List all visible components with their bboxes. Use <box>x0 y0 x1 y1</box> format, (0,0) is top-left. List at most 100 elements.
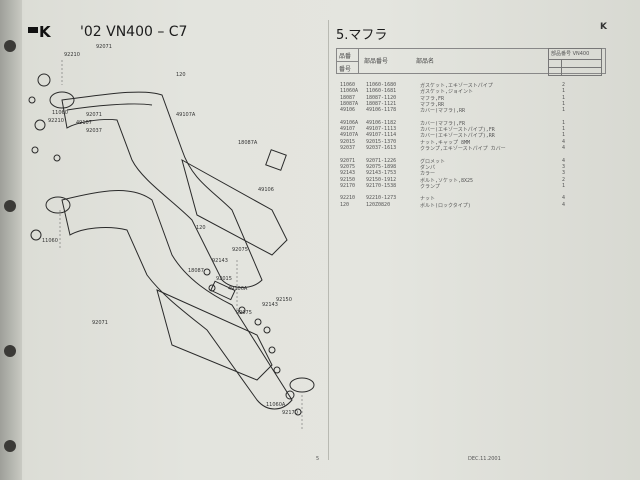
table-row: 92071 92071-1226 グロメット 4 <box>340 158 610 165</box>
callout-label: 92037 <box>86 128 102 134</box>
table-cell-ref: 49106 <box>340 107 356 114</box>
callout-label: 120 <box>196 225 206 231</box>
print-date: DEC.11.2001 <box>468 456 501 462</box>
callout-label: 11060 <box>42 238 58 244</box>
callout-label: 92071 <box>86 112 102 118</box>
callout-label: 18087 <box>188 268 204 274</box>
col-ref-header: 品番 <box>339 53 352 60</box>
table-cell-part: 92037-1613 <box>366 145 397 151</box>
table-cell-name: ナット,キャップ 8MM <box>420 139 471 146</box>
table-cell-ref: 18087A <box>340 100 359 107</box>
table-cell-name: ナット <box>420 196 436 203</box>
table-cell-name: マフラ,FR <box>420 95 445 102</box>
rear-muffler <box>156 289 273 381</box>
callout-label: 92150 <box>276 297 292 303</box>
table-cell-qty: 1 <box>562 132 566 139</box>
table-cell-part: 49107-1113 <box>366 126 397 133</box>
callout-label: 11060 <box>52 110 68 116</box>
table-cell-name: ダンパ <box>420 164 436 171</box>
section-title: 5.マフラ <box>336 28 388 43</box>
model-box: 部品番号 VN400 <box>548 48 602 76</box>
callout-label: 92071 <box>96 44 112 50</box>
front-exhaust-pipe <box>61 91 263 288</box>
callout-label: 49106 <box>258 187 274 193</box>
callout-label: 49107 <box>76 120 92 126</box>
table-cell-part: 49106-1178 <box>366 107 397 114</box>
table-cell-qty: 2 <box>562 82 566 88</box>
callout-label: 92015 <box>216 276 232 282</box>
table-cell-part: 18087-1121 <box>366 100 397 107</box>
col-num-header: 番号 <box>339 66 352 73</box>
table-cell-name: ガスケット,エキゾーストパイプ <box>420 83 493 89</box>
table-cell-ref: 92210 <box>340 195 356 202</box>
callout-label: 92075 <box>236 310 252 316</box>
table-cell-ref: 49106A <box>340 119 359 126</box>
table-row: 18087A 18087-1121 マフラ,RR 1 <box>340 101 610 108</box>
table-cell-qty: 3 <box>562 163 566 170</box>
table-cell-name: カラー <box>420 171 436 178</box>
table-row: 92210 92210-1273 ナット 4 <box>340 195 610 202</box>
table-cell-name: ボルト,ソケット,8X25 <box>420 177 474 184</box>
table-cell-ref: 92037 <box>340 145 356 151</box>
table-cell-name: カバー(エキゾーストパイプ),RR <box>420 133 495 140</box>
column-divider <box>328 20 329 460</box>
callout-label: 92170 <box>282 410 298 416</box>
table-cell-ref: 92170 <box>340 182 356 189</box>
callout-label: 18087A <box>238 140 258 146</box>
table-cell-qty: 1 <box>562 182 566 189</box>
table-cell-part: 92150-1912 <box>366 176 397 183</box>
callout-label: 92075 <box>232 247 248 253</box>
binder-hole <box>4 40 16 52</box>
callout-label: 92210 <box>48 118 64 124</box>
callout-label: 49106A <box>228 286 248 292</box>
page-header: K '02 VN400 – C7 <box>28 18 328 44</box>
table-cell-qty: 1 <box>562 119 566 126</box>
callout-label: 92210 <box>64 52 80 58</box>
callout-label: 92143 <box>262 302 278 308</box>
table-cell-part: 92075-1898 <box>366 163 397 170</box>
table-cell-name: クランプ <box>420 183 440 190</box>
table-cell-part: 120Z0820 <box>366 201 391 208</box>
table-cell-qty: 3 <box>562 170 566 177</box>
table-cell-name: マフラ,RR <box>420 101 445 108</box>
table-cell-qty: 2 <box>562 176 566 183</box>
table-cell-part: 92071-1226 <box>366 157 397 164</box>
table-cell-name: カバー(エキゾーストパイプ),FR <box>420 127 495 134</box>
table-cell-qty: 1 <box>562 100 566 107</box>
table-cell-qty: 4 <box>562 201 566 208</box>
binder-strip <box>0 0 22 480</box>
col-name-header: 部品名 <box>416 58 435 65</box>
table-cell-qty: 1 <box>562 107 566 114</box>
table-cell-qty: 4 <box>562 138 566 145</box>
table-cell-qty: 4 <box>562 157 566 164</box>
table-cell-ref: 92150 <box>340 176 356 183</box>
table-cell-qty: 4 <box>562 195 566 202</box>
table-row: 92150 92150-1912 ボルト,ソケット,8X25 2 <box>340 177 610 184</box>
table-cell-name: グロメット <box>420 158 446 165</box>
table-cell-qty: 1 <box>562 88 566 95</box>
table-cell-qty: 4 <box>562 145 566 151</box>
brand-logo: K <box>39 23 51 41</box>
table-cell-ref: 92075 <box>340 163 356 170</box>
callout-label: 120 <box>176 72 186 78</box>
table-header: 品番 番号 部品番号 部品名 <box>336 48 606 74</box>
table-cell-part: 92210-1273 <box>366 195 397 202</box>
table-cell-name: ガスケット,ジョイント <box>420 89 474 96</box>
page-number: 5 <box>316 456 320 462</box>
binder-hole <box>4 345 16 357</box>
model-title: '02 VN400 – C7 <box>80 24 188 40</box>
table-cell-ref: 92071 <box>340 157 356 164</box>
binder-hole <box>4 440 16 452</box>
front-muffler <box>181 158 288 256</box>
table-cell-name: クランプ,エキゾーストパイプ カバー <box>420 146 506 152</box>
table-row: 92075 92075-1898 ダンパ 3 <box>340 164 610 171</box>
